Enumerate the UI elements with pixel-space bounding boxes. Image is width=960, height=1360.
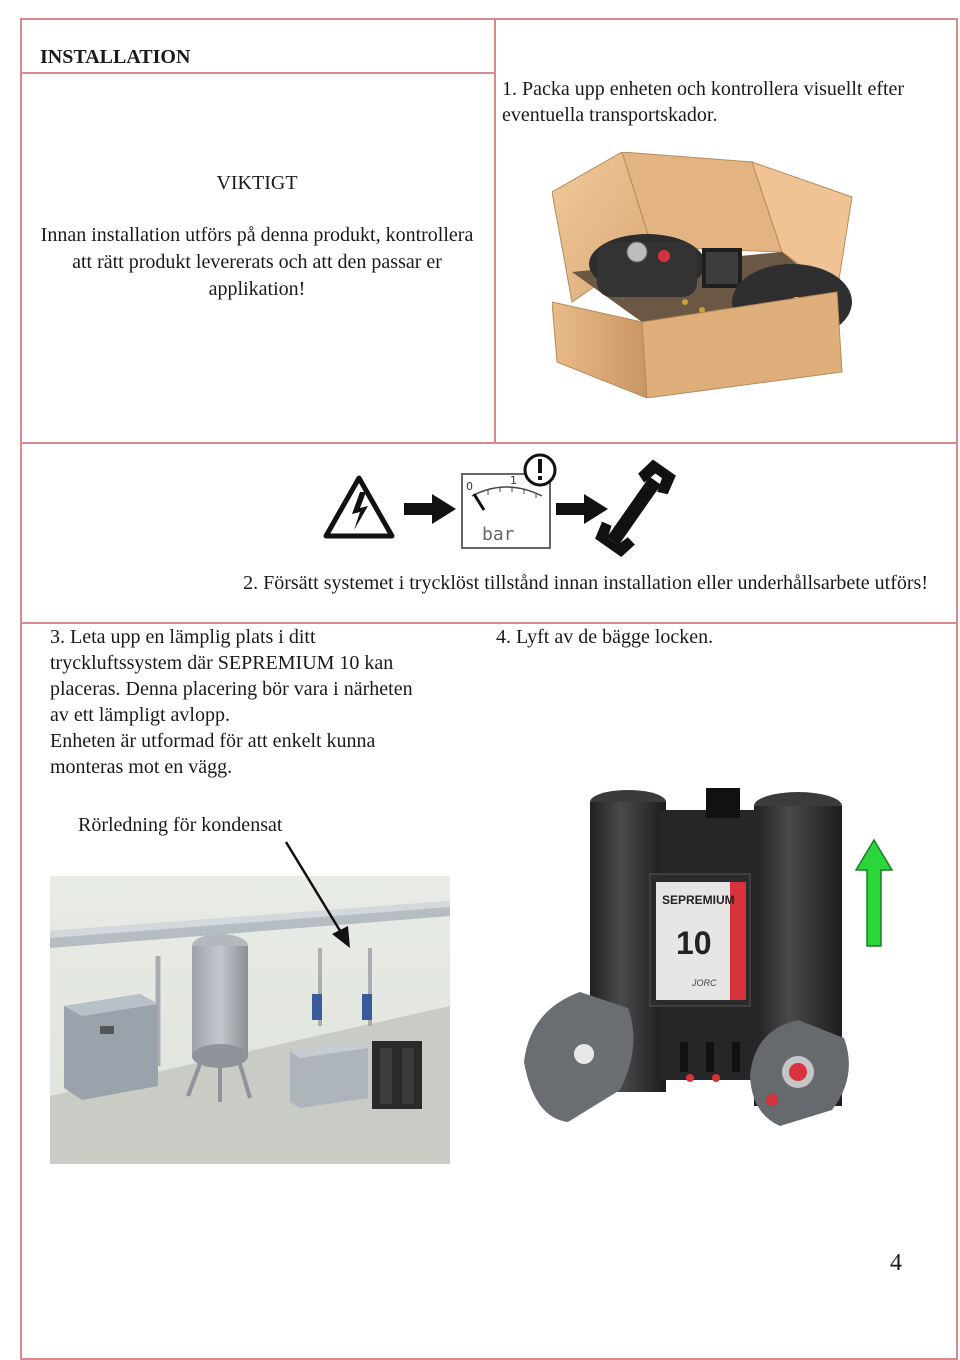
pipe-label: Rörledning för kondensat (78, 814, 283, 836)
product-maker-label: JORC (691, 978, 717, 988)
row-divider-2 (20, 622, 958, 624)
step-3-line: av ett lämpligt avlopp. (50, 704, 230, 726)
step-3-line: monteras mot en vägg. (50, 756, 233, 778)
gauge-tick-one: 1 (510, 474, 517, 487)
unpacked-box-illustration (552, 152, 853, 398)
warning-title: VIKTIGT (216, 172, 298, 194)
pressure-gauge-icon: 0 1 bar (461, 453, 557, 549)
row-divider-1 (20, 442, 958, 444)
compressed-air-system-illustration (50, 876, 450, 1164)
sepremium-unit-illustration: SEPREMIUM 10 JORC (524, 788, 849, 1126)
gauge-unit: bar (482, 524, 515, 545)
step-2-text: 2. Försätt systemet i trycklöst tillstån… (243, 572, 928, 594)
step-3-line: 3. Leta upp en lämplig plats i ditt (50, 626, 316, 648)
electrical-hazard-icon (323, 475, 395, 539)
product-model-label: 10 (676, 925, 712, 961)
arrow-right-icon (404, 494, 456, 524)
step-3-line: placeras. Denna placering bör vara i när… (50, 678, 413, 700)
step-4-text: 4. Lyft av de bägge locken. (496, 626, 714, 648)
step-1-text: 1. Packa upp enheten och kontrollera vis… (502, 78, 905, 126)
top-column-divider (494, 18, 496, 444)
pipe-pointer-arrow (284, 841, 350, 948)
step-3-text: 3. Leta upp en lämplig plats i ditt tryc… (50, 624, 490, 780)
step-3-line: Enheten är utformad för att enkelt kunna (50, 730, 376, 752)
gauge-tick-zero: 0 (466, 480, 473, 493)
lift-up-arrow-icon (854, 838, 894, 947)
page-number: 4 (890, 1250, 902, 1276)
section-title: INSTALLATION (40, 46, 191, 68)
step-3-line: tryckluftssystem där SEPREMIUM 10 kan (50, 652, 394, 674)
header-divider (20, 72, 494, 74)
wrench-icon (595, 459, 676, 558)
warning-body: Innan installation utförs på denna produ… (40, 224, 474, 300)
product-brand-label: SEPREMIUM (662, 893, 735, 907)
arrow-right-icon (556, 494, 608, 524)
page-frame (20, 18, 958, 1360)
